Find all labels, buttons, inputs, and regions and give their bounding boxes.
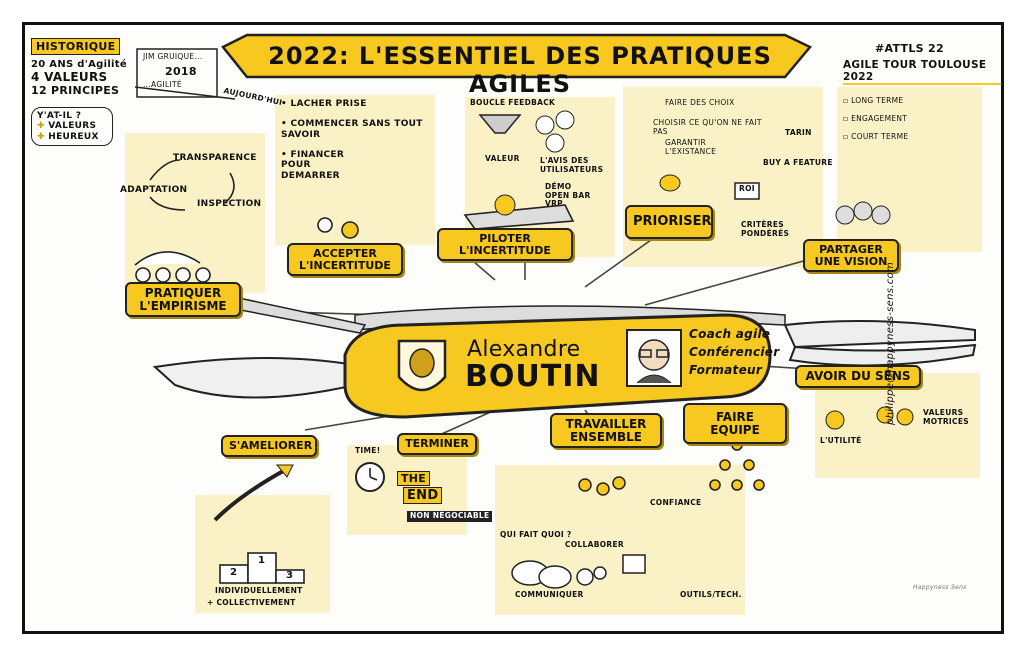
prioriser-roi: ROI [739,184,755,193]
prioriser-existance: GARANTIR L'EXISTANCE [665,138,717,156]
historique-title: HISTORIQUE [31,38,121,55]
podium-1: 1 [258,555,266,566]
note-empirisme [125,133,265,293]
historique-plus-2: ✚ HEUREUX [37,131,99,142]
label-sens: AVOIR DU SENS [795,365,921,388]
partager-long: ▫ LONG TERME [843,96,904,105]
podium-3: 3 [286,570,294,581]
piloter-feedback: BOUCLE FEEDBACK [470,98,556,107]
accepter-bullet-1: • LACHER PRISE [281,99,367,109]
sketchnote-canvas: 2022: L'ESSENTIEL DES PRATIQUES AGILES #… [22,22,1004,634]
piloter-demo: DÉMO OPEN BAR VRP [545,182,591,209]
podium-2: 2 [230,567,238,578]
knife-role-1: Coach agile [689,327,771,341]
label-partager: PARTAGER UNE VISION [803,239,899,273]
cycle-transparence: TRANSPARENCE [173,153,257,163]
prioriser-choix: FAIRE DES CHOIX [665,98,735,107]
prioriser-criteres: CRITÈRES PONDÉRÉS [741,220,790,238]
timeline-label-2: ...AGILITÉ [143,80,182,89]
travailler-outils: OUTILS/TECH. [680,590,742,599]
piloter-valeur: VALEUR [485,154,520,163]
terminer-end: END [403,487,443,504]
credit-logo: Happyness Sens [913,584,967,591]
timeline-year: 2018 [165,65,197,78]
partager-court: ▫ COURT TERME [843,132,909,141]
travailler-communiquer: COMMUNIQUER [515,590,584,599]
knife-role-2: Conférencier [689,345,780,359]
title-banner [221,33,812,79]
piloter-avis: L'AVIS DES UTILISATEURS [540,156,604,174]
cycle-adaptation: ADAPTATION [120,185,188,195]
label-ameliorer: S'AMELIORER [221,435,317,457]
blade-left [152,356,356,399]
note-travailler [495,465,745,615]
partager-engagement: ▫ ENGAGEMENT [843,114,908,123]
travailler-confiance: CONFIANCE [650,498,702,507]
label-piloter: PILOTER L'INCERTITUDE [437,228,573,262]
illustration-layer [134,33,977,589]
prioriser-tarin: TARIN [785,128,812,137]
terminer-the: THE [397,471,431,486]
travailler-collaborer: COLLABORER [565,540,625,549]
label-terminer: TERMINER [397,433,477,455]
accepter-bullet-2: • COMMENCER SANS TOUT SAVOIR [281,119,423,140]
event-name: AGILE TOUR TOULOUSE 2022 [843,59,1001,86]
historique-line-3: 12 PRINCIPES [31,84,120,97]
label-prioriser: PRIORISER [625,205,713,239]
label-accepter: ACCEPTER L'INCERTITUDE [287,243,403,277]
sens-valeurs: VALEURS MOTRICES [923,408,969,426]
historique-line-1: 20 ANS d'Agilité [31,59,127,70]
knife-last-name: BOUTIN [465,359,601,394]
terminer-time: TIME! [355,446,381,455]
prioriser-buy: BUY A FEATURE [763,158,833,167]
historique-question: Y'AT-IL ? [37,111,82,121]
historique-plus-1: ✚ VALEURS [37,121,97,132]
event-hashtag: #ATTLS 22 [875,42,944,55]
knife-first-name: Alexandre [467,337,581,362]
terminer-nonneg: NON NÉGOCIABLE [407,511,493,522]
prioriser-ne-fait-pas: CHOISIR CE QU'ON NE FAIT PAS [653,118,762,136]
historique-block: HISTORIQUE 20 ANS d'Agilité 4 VALEURS 12… [31,35,131,147]
knife-role-3: Formateur [689,363,763,377]
ameliorer-caption-2: + COLLECTIVEMENT [207,598,296,607]
timeline-label-1: JIM GRUIQUE... [143,52,203,61]
label-empirisme: PRATIQUER L'EMPIRISME [125,282,241,318]
label-equipe: FAIRE EQUIPE [683,403,787,445]
note-accepter [275,95,435,245]
accepter-bullet-3: • FINANCER POUR DEMARRER [281,150,345,181]
accepter-bullets: • LACHER PRISE • COMMENCER SANS TOUT SAV… [281,99,431,181]
historique-question-box: Y'AT-IL ? ✚ VALEURS ✚ HEUREUX [31,107,113,147]
note-partager [837,87,982,252]
page-title: 2022: L'ESSENTIEL DES PRATIQUES AGILES [268,42,772,98]
sens-utilite: L'UTILITÉ [820,436,862,445]
credit-email: philippe@happyness-sens.com [885,261,896,425]
ameliorer-caption-1: INDIVIDUELLEMENT [215,586,303,595]
travailler-qui: QUI FAIT QUOI ? [500,530,572,539]
label-travailler: TRAVAILLER ENSEMBLE [550,413,662,449]
historique-line-2: 4 VALEURS [31,70,108,84]
cycle-inspection: INSPECTION [197,199,262,209]
